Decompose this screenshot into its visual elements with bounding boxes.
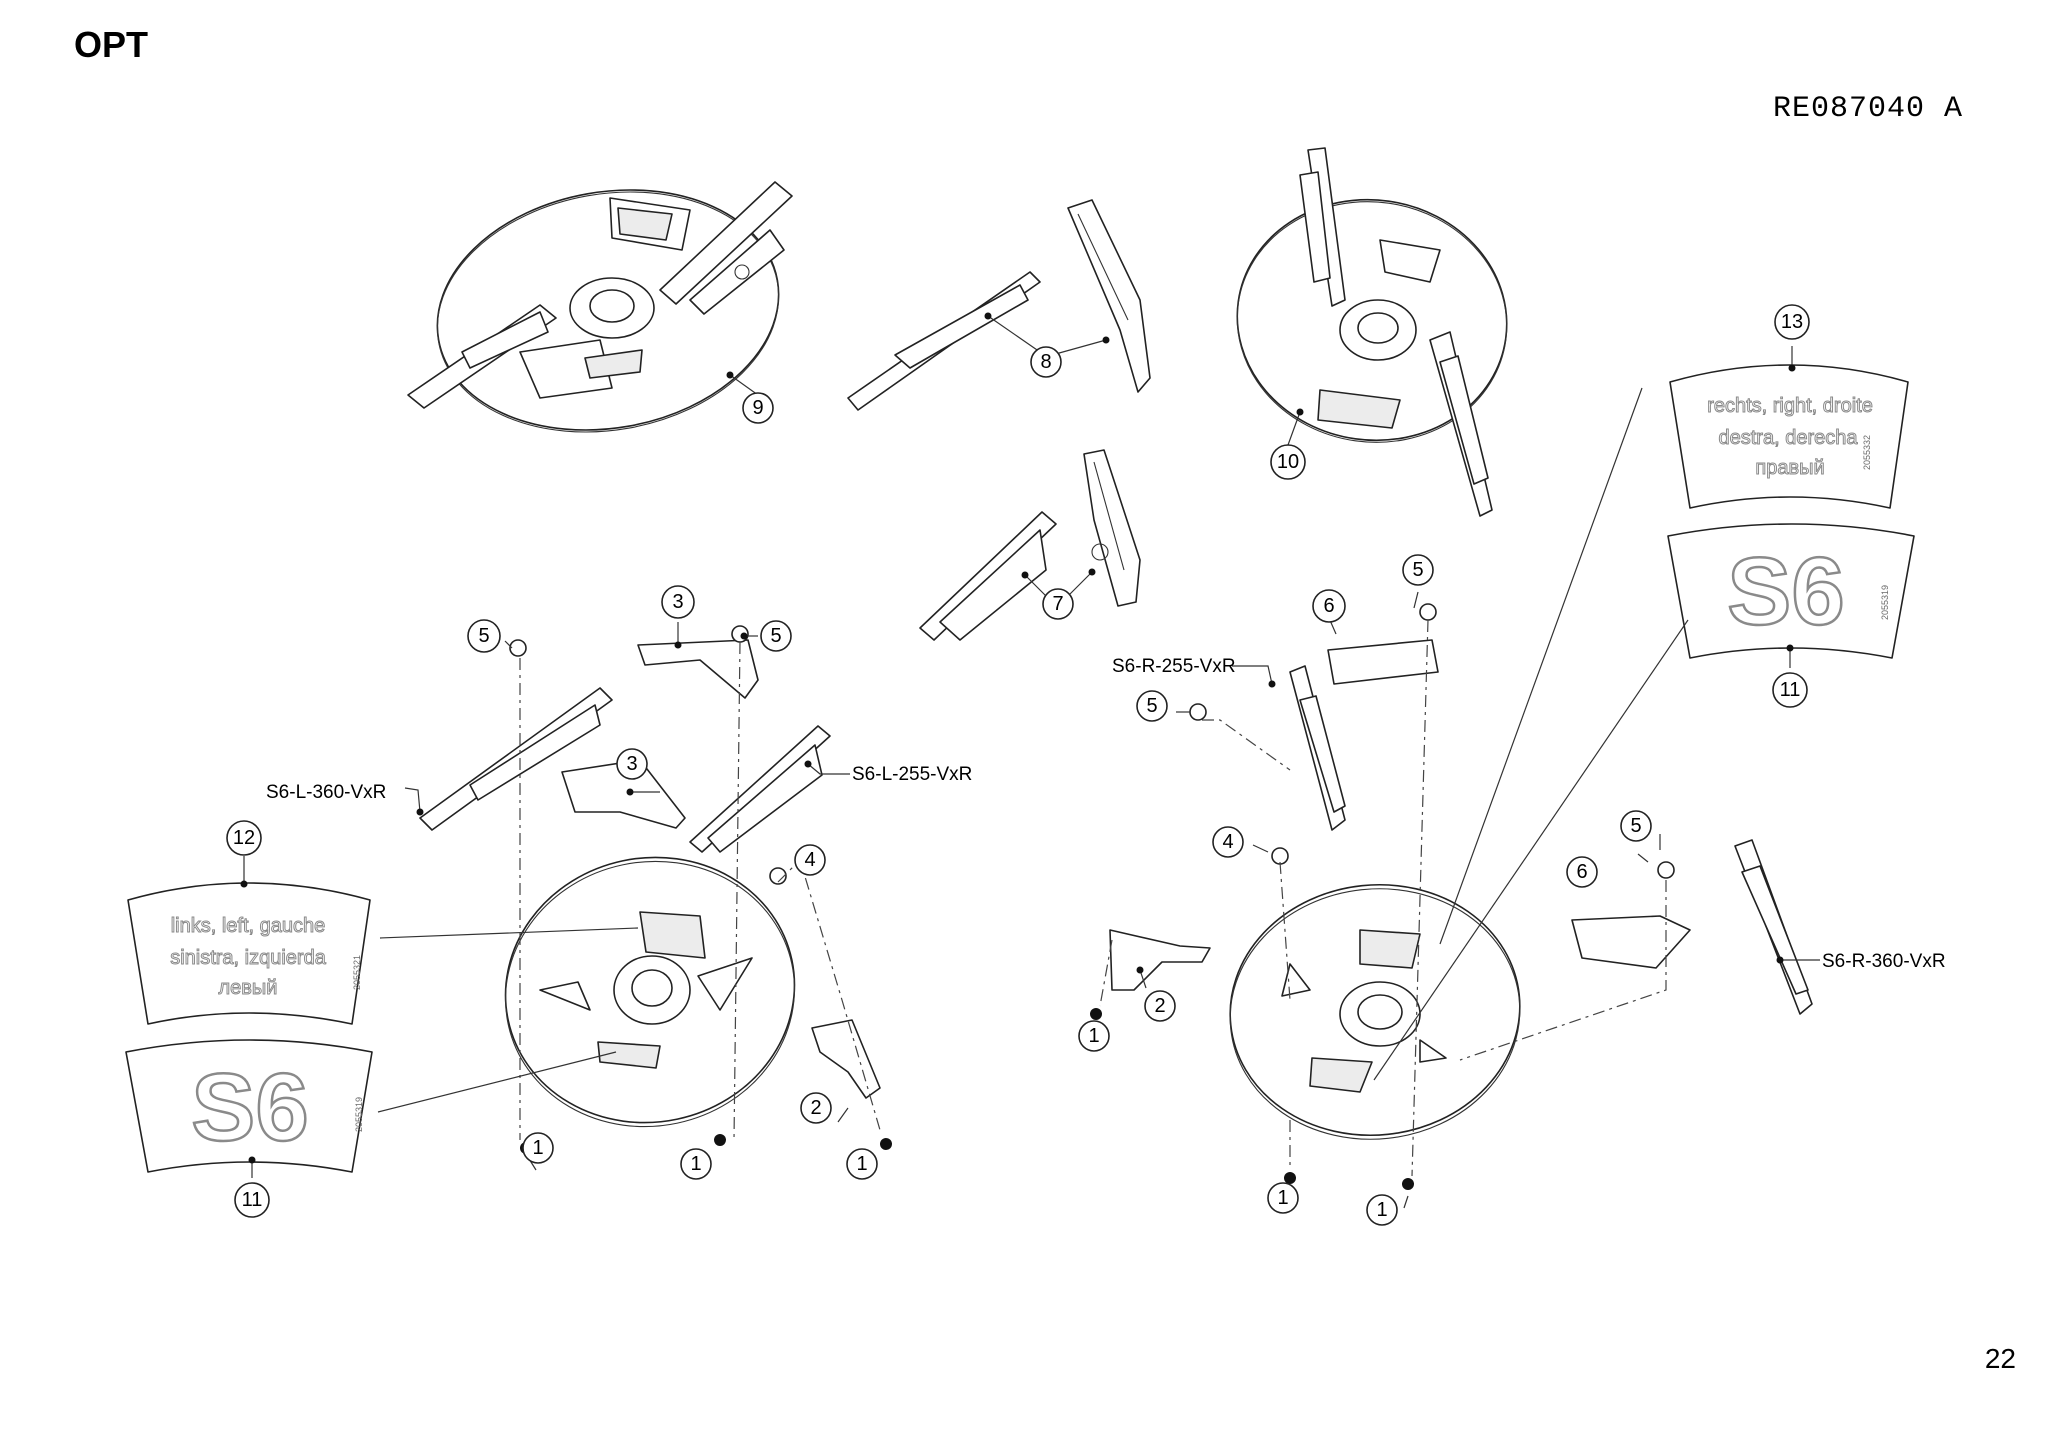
callout-3-lower: 3 xyxy=(616,748,648,780)
svg-text:1: 1 xyxy=(856,1153,867,1175)
svg-text:12: 12 xyxy=(233,827,255,849)
svg-text:6: 6 xyxy=(1576,861,1587,883)
decal-left-code: 2055321 xyxy=(352,955,362,990)
callout-5-right-mid: 5 xyxy=(1136,690,1168,722)
svg-text:1: 1 xyxy=(690,1153,701,1175)
callout-3-upper: 3 xyxy=(661,585,695,619)
svg-text:4: 4 xyxy=(804,849,815,871)
svg-text:5: 5 xyxy=(770,625,781,647)
leader-dots xyxy=(240,312,1796,1164)
decal-s6-left-text: S6 xyxy=(191,1054,308,1161)
svg-text:13: 13 xyxy=(1781,311,1803,333)
vane-code-right-short: S6-R-255-VxR xyxy=(1112,656,1236,677)
svg-text:11: 11 xyxy=(242,1189,263,1211)
decal-right-line-1: rechts, right, droite xyxy=(1707,395,1873,417)
callout-11-left: 11 xyxy=(234,1182,270,1218)
callout-1-right-b: 1 xyxy=(1267,1182,1299,1214)
decal-right-code: 2055332 xyxy=(1862,435,1872,470)
vane-code-left-long: S6-L-360-VxR xyxy=(266,782,386,803)
svg-text:5: 5 xyxy=(1146,695,1157,717)
svg-text:1: 1 xyxy=(1277,1187,1288,1209)
page-title: OPT xyxy=(74,24,149,65)
callout-8: 8 xyxy=(1030,346,1062,378)
callout-7: 7 xyxy=(1042,588,1074,620)
vane-code-right-long: S6-R-360-VxR xyxy=(1822,951,1946,972)
decal-right-line-3: правый xyxy=(1755,457,1824,479)
assembly-disc-right-exploded xyxy=(1090,603,1813,1190)
callout-2-right: 2 xyxy=(1144,990,1176,1022)
callout-9: 9 xyxy=(742,392,774,424)
svg-text:11: 11 xyxy=(1780,679,1801,701)
svg-text:2: 2 xyxy=(810,1097,821,1119)
callout-1-left-c: 1 xyxy=(846,1148,878,1180)
callout-5-right-bottom: 5 xyxy=(1620,810,1652,842)
decal-right-label: rechts, right, droite destra, derecha пр… xyxy=(1669,364,1909,509)
page-number: 22 xyxy=(1984,1343,2016,1374)
svg-text:3: 3 xyxy=(626,753,637,775)
svg-text:6: 6 xyxy=(1323,595,1334,617)
decal-s6-right-code: 2055319 xyxy=(1880,585,1890,620)
svg-text:2: 2 xyxy=(1154,995,1165,1017)
svg-text:4: 4 xyxy=(1222,831,1233,853)
vane-pair-8 xyxy=(847,199,1151,411)
callout-12: 12 xyxy=(226,820,262,856)
callout-1-left-b: 1 xyxy=(680,1148,712,1180)
decal-s6-right-text: S6 xyxy=(1727,538,1844,645)
decal-s6-left-code: 2055319 xyxy=(354,1097,364,1132)
decal-left-label: links, left, gauche sinistra, izquierda … xyxy=(127,882,371,1025)
svg-text:1: 1 xyxy=(532,1137,543,1159)
callout-1-right-a: 1 xyxy=(1078,1020,1110,1052)
callout-13: 13 xyxy=(1774,304,1810,340)
vane-pair-7 xyxy=(919,449,1141,641)
decal-left-line-1: links, left, gauche xyxy=(171,915,326,937)
callout-4-left: 4 xyxy=(794,844,826,876)
leader-lines xyxy=(243,315,1820,1209)
svg-text:5: 5 xyxy=(1412,559,1423,581)
drawing-reference: RE087040 A xyxy=(1772,92,1963,126)
decal-s6-left: S6 2055319 xyxy=(125,1039,373,1173)
svg-text:5: 5 xyxy=(478,625,489,647)
decal-left-line-3: левый xyxy=(219,977,278,999)
callout-1-left-a: 1 xyxy=(522,1132,554,1164)
assembly-disc-left-exploded xyxy=(419,625,892,1154)
svg-text:3: 3 xyxy=(672,591,683,613)
callout-6-right-bottom: 6 xyxy=(1566,856,1598,888)
svg-text:7: 7 xyxy=(1052,593,1063,615)
decal-right-line-2: destra, derecha xyxy=(1719,427,1859,449)
decal-left-line-2: sinistra, izquierda xyxy=(170,947,327,969)
svg-text:1: 1 xyxy=(1376,1199,1387,1221)
vane-code-left-short: S6-L-255-VxR xyxy=(852,764,972,785)
svg-text:1: 1 xyxy=(1088,1025,1099,1047)
callout-5-right-top: 5 xyxy=(1402,554,1434,586)
assembly-guide-lines xyxy=(519,619,1667,1177)
callout-1-right-c: 1 xyxy=(1366,1194,1398,1226)
svg-text:10: 10 xyxy=(1277,451,1299,473)
assembly-disc-left-top xyxy=(407,181,793,433)
svg-text:5: 5 xyxy=(1630,815,1641,837)
assembly-disc-right-top xyxy=(1236,147,1508,517)
callout-6-right-top: 6 xyxy=(1312,589,1346,623)
svg-text:8: 8 xyxy=(1040,351,1051,373)
decal-s6-right: S6 2055319 xyxy=(1667,523,1915,659)
callout-4-right: 4 xyxy=(1212,826,1244,858)
callout-10: 10 xyxy=(1270,444,1306,480)
callout-5-upper-left: 5 xyxy=(467,619,501,653)
callout-2-left: 2 xyxy=(800,1092,832,1124)
callout-11-right: 11 xyxy=(1772,672,1808,708)
svg-text:9: 9 xyxy=(752,397,763,419)
callout-5-upper-right: 5 xyxy=(760,620,792,652)
